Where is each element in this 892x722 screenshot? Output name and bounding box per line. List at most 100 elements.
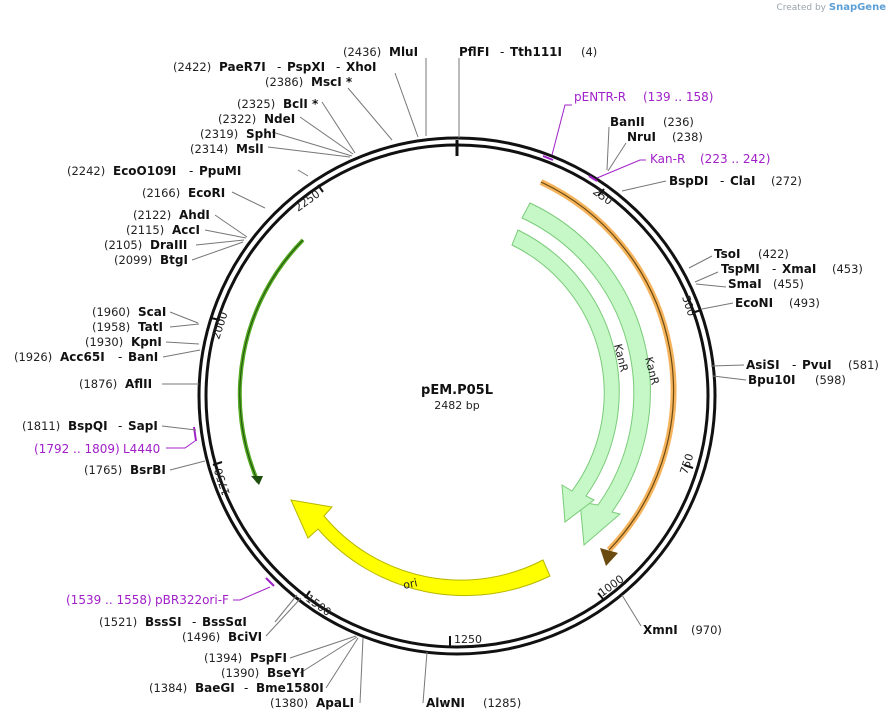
primer-kan-r-name: Kan-R	[650, 152, 685, 166]
leader-alwni	[422, 651, 428, 704]
site-bspdi-pos: (272)	[771, 174, 802, 188]
site-bsrbi-pos: (1765)	[84, 463, 122, 477]
site-bspdi-sep: -	[720, 174, 724, 188]
site-ecoo109i-pos: (2242)	[67, 164, 105, 178]
site-asisi-name: AsiSI	[746, 358, 780, 372]
site-scai-pos: (1960)	[92, 305, 130, 319]
site-pflfi-pos: (4)	[581, 45, 597, 59]
leader-smai	[695, 283, 727, 288]
leader-clai	[621, 180, 667, 192]
pentr-r-mark	[542, 155, 554, 161]
primer-l4440-range: (1792 .. 1809)	[34, 442, 120, 456]
l4440-mark	[193, 426, 197, 442]
site-bcivi-name: BciVI	[228, 630, 262, 644]
pbr322ori-f-leader	[233, 586, 271, 601]
enzyme-leader-lines	[161, 58, 747, 704]
site-bani-name: BanI	[128, 350, 158, 364]
primer-pentr-r-range: (139 .. 158)	[643, 90, 713, 104]
pentr-r-leader	[551, 104, 572, 156]
site-paer7i-sep2: -	[336, 60, 340, 74]
snapgene-credit: Created by SnapGene	[776, 2, 886, 13]
green-feature-arc-core	[239, 239, 304, 483]
site-bpu10i-pos: (598)	[815, 373, 846, 387]
site-tspmi-name: TspMI	[721, 262, 760, 276]
site-acc65i-sep: -	[118, 350, 122, 364]
site-aflii-name: AflII	[125, 377, 152, 391]
leader-nrui	[607, 142, 627, 172]
leader-econi	[701, 302, 734, 310]
site-draiii-name: DraIII	[150, 238, 187, 252]
tick-label-1250: 1250	[454, 633, 482, 646]
site-tsoi-pos: (422)	[758, 247, 789, 261]
site-ecori-pos: (2166)	[142, 186, 180, 200]
site-sphi-name: SphI	[246, 127, 276, 141]
site-mlui-pos: (2436)	[343, 45, 381, 59]
tick-label-1750: 1750	[212, 466, 233, 497]
leader-bme1580i	[325, 637, 359, 689]
site-tspmi-sep: -	[772, 262, 776, 276]
site-pspfi-pos: (1394)	[204, 651, 242, 665]
leader-apali	[359, 637, 364, 704]
leader-xhoi	[394, 72, 419, 138]
leader-pvui	[710, 364, 745, 367]
site-nrui-pos: (238)	[672, 130, 703, 144]
leader-draiii	[195, 239, 245, 246]
leader-ndei	[299, 116, 354, 155]
site-econi-name: EcoNI	[735, 296, 773, 310]
site-ahdi-pos: (2122)	[133, 208, 171, 222]
leader-sphi	[271, 131, 353, 157]
site-pflfi-sep: -	[500, 45, 504, 59]
site-smai-pos: (455)	[773, 277, 804, 291]
leader-bseyi	[299, 636, 358, 674]
site-alwni-pos: (1285)	[483, 696, 521, 710]
site-tati-pos: (1958)	[92, 320, 130, 334]
leader-bsrbi	[169, 460, 206, 471]
backbone-outer-ring	[197, 136, 717, 656]
site-apali-name: ApaLI	[316, 696, 354, 710]
site-msli-pos: (2314)	[190, 142, 228, 156]
site-acc65i-name: Acc65I	[60, 350, 105, 364]
site-tati-name: TatI	[138, 320, 163, 334]
site-ecoo109i-name: EcoO109I	[113, 164, 176, 178]
site-acci-pos: (2115)	[126, 223, 164, 237]
leader-xmai	[694, 271, 719, 283]
site-btgi-name: BtgI	[160, 253, 188, 267]
leader-ahdi	[214, 214, 248, 238]
site-ndei-name: NdeI	[264, 112, 295, 126]
site-xhoi-name: XhoI	[346, 60, 377, 74]
site-bsssi-sep: -	[192, 615, 196, 629]
site-msci-pos: (2386)	[265, 75, 303, 89]
site-paer7i-name: PaeR7I	[219, 60, 266, 74]
tick-label-2250: 2250	[292, 187, 322, 214]
site-msci-name: MscI *	[311, 75, 353, 89]
site-bsssi-pos: (1521)	[99, 615, 137, 629]
site-draiii-pos: (2105)	[104, 238, 142, 252]
site-nrui-name: NruI	[627, 130, 656, 144]
site-banii-pos: (236)	[663, 115, 694, 129]
leader-btgi	[191, 241, 244, 261]
orange-feature-arc-core	[540, 181, 675, 551]
site-tth111i-name: Tth111I	[510, 45, 562, 59]
site-baegi-name: BaeGI	[195, 681, 235, 695]
site-xmai-name: XmaI	[782, 262, 816, 276]
site-bspqi-pos: (1811)	[22, 419, 60, 433]
site-acc65i-pos: (1926)	[14, 350, 52, 364]
site-tsoi-name: TsoI	[714, 247, 740, 261]
tick-label-750: 750	[677, 452, 696, 476]
site-pspfi-name: PspFI	[250, 651, 287, 665]
site-bspdi-name: BspDI	[669, 174, 708, 188]
orange-feature-arrowhead	[600, 548, 618, 566]
l4440-leader	[166, 440, 196, 449]
site-apali-pos: (1380)	[270, 696, 308, 710]
site-ecoo109i-sep: -	[189, 164, 193, 178]
leader-bsssai	[274, 594, 298, 623]
primer-kan-r-range: (223 .. 242)	[700, 152, 770, 166]
site-ecori-name: EcoRI	[188, 186, 225, 200]
site-econi-pos: (493)	[789, 296, 820, 310]
site-msli-name: MslI	[236, 142, 264, 156]
site-acci-name: AccI	[172, 223, 200, 237]
site-pvui-name: PvuI	[802, 358, 832, 372]
tick-500: 500	[679, 294, 702, 318]
tick-1250: 1250	[449, 633, 482, 648]
